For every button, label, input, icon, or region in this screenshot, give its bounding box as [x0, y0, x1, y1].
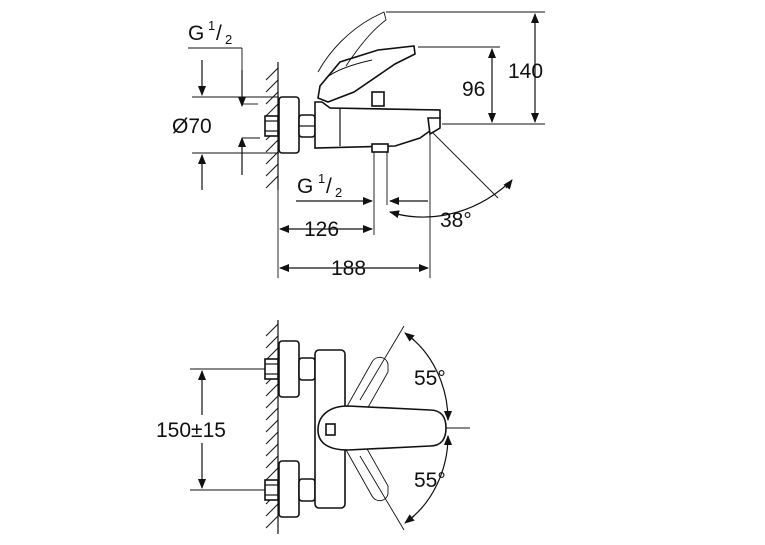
dim-140-label: 140 [508, 60, 543, 83]
wall-nut [264, 115, 279, 137]
top-lever-handle [317, 405, 447, 451]
lever-rotated-up [344, 356, 389, 419]
top-upper-wall-nut [264, 358, 279, 380]
angle-38-label: 38° [440, 209, 472, 232]
thread-top-label: G [188, 22, 204, 45]
angle-55-down-label: 55° [414, 469, 446, 492]
angle-38-arc [389, 179, 513, 218]
dim-188-label: 188 [331, 257, 366, 280]
side-view: 140 96 G 1 / 2 Ø70 G 1 / 2 126 [172, 11, 545, 280]
angle-55-up-label: 55° [414, 367, 446, 390]
thread-bottom-den: 2 [335, 185, 342, 200]
spout-angle-line [431, 131, 499, 199]
thread-bottom-label: G [297, 175, 313, 198]
thread-top-slash: / [216, 22, 222, 45]
spout-tip [427, 117, 441, 136]
top-upper-rosette [278, 340, 300, 398]
dim-96-label: 96 [462, 78, 485, 101]
dim-diameter-label: Ø70 [172, 115, 212, 138]
outlet-connector [371, 143, 389, 153]
thread-top-den: 2 [225, 32, 232, 47]
top-lower-rosette [278, 460, 300, 518]
lever-indicator [325, 423, 336, 436]
lever-handle [317, 45, 416, 103]
thread-bottom-num: 1 [318, 171, 325, 186]
rosette [278, 96, 300, 154]
top-view: 55° 55° 150±15 [150, 320, 470, 534]
thread-top-num: 1 [208, 18, 215, 33]
lever-raised-outline [317, 11, 387, 73]
top-lower-wall-nut [264, 479, 279, 501]
top-upper-eccentric [298, 357, 316, 381]
dim-150-label: 150±15 [156, 419, 226, 442]
lever-rotated-down [344, 439, 389, 502]
top-lower-eccentric [298, 478, 316, 502]
thread-bottom-slash: / [326, 175, 332, 198]
dim-126-label: 126 [304, 218, 339, 241]
diverter-knob [371, 91, 385, 107]
